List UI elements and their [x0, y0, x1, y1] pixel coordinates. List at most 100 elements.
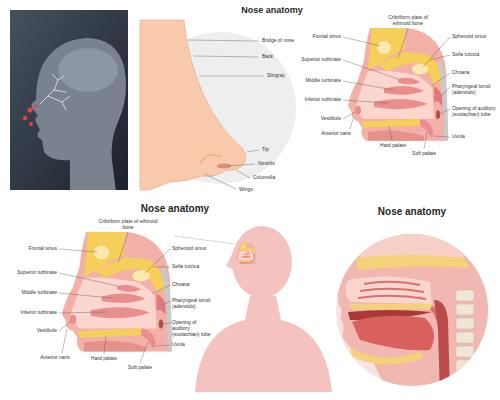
part-label: Bridge of nose — [262, 38, 294, 44]
person-head — [232, 226, 292, 298]
jaw-bone — [350, 348, 424, 365]
part-label: Anterior naris — [321, 131, 351, 137]
part-label: Soft palate — [412, 151, 436, 157]
part-label: Soft palate — [128, 365, 152, 371]
part-label: Inferior turbinate — [305, 97, 341, 103]
leader-line — [163, 323, 170, 324]
part-label: Tip — [262, 147, 269, 153]
blood-drop — [34, 104, 37, 107]
part-label: Sella turcica — [172, 264, 199, 270]
leader-line — [145, 249, 170, 273]
part-label: Opening of auditory (eustachian) tube — [452, 106, 496, 118]
leader-line — [59, 249, 97, 252]
skull-bone — [356, 255, 470, 270]
leader-line — [59, 312, 106, 313]
leader-line — [236, 170, 250, 178]
leader-line — [440, 109, 450, 114]
part-label: Back — [262, 54, 273, 60]
turbinate — [358, 282, 426, 299]
blood-drop — [29, 122, 33, 126]
part-label: Slingray — [267, 73, 285, 79]
leader-line — [423, 37, 450, 67]
part-label: Vestibule — [321, 116, 341, 122]
nose-wing — [200, 155, 222, 164]
part-label: Nostrils — [258, 161, 275, 167]
part-label: Frontal sinus — [312, 34, 341, 40]
leader-line — [343, 37, 380, 46]
blood-drop — [23, 116, 27, 120]
leader-line — [430, 55, 450, 60]
panel-title: Nose anatomy — [378, 206, 446, 217]
nasal-vessels — [40, 74, 70, 110]
panel-title: Nose anatomy — [141, 203, 209, 214]
leader-line — [343, 60, 398, 79]
leader-line — [59, 273, 118, 286]
part-label: Middle turbinate — [21, 290, 57, 296]
vertebra — [456, 374, 474, 385]
tongue — [352, 316, 434, 351]
pharynx — [434, 300, 450, 396]
vertebra — [456, 346, 474, 357]
leader-line — [205, 174, 236, 189]
part-label: Superior turbinate — [301, 57, 341, 63]
part-label: Columella — [253, 175, 275, 181]
leader-line — [62, 329, 67, 353]
leader-line — [343, 81, 394, 90]
part-label: Choana — [172, 282, 190, 288]
leader-line — [59, 293, 112, 298]
part-label: Cribriform plate of ethmoid bone — [97, 219, 159, 231]
part-label: Choana — [452, 70, 470, 76]
part-label: Pharyngeal tonsil (adenoids) — [452, 84, 496, 96]
part-label: Sella turcica — [452, 52, 479, 58]
part-label: Frontal sinus — [28, 246, 57, 252]
part-label: Wings — [239, 187, 253, 193]
leader-line — [441, 87, 450, 96]
leader-line — [153, 267, 170, 268]
part-label: Cribriform plate of ethmoid bone — [380, 15, 436, 27]
leader-line — [389, 126, 392, 141]
brain-shape — [58, 48, 118, 92]
nose-profile — [140, 20, 246, 190]
vertebra — [456, 332, 474, 343]
part-label: Anterior naris — [40, 355, 70, 361]
part-label: Vestibule — [37, 328, 57, 334]
leader-line — [228, 164, 255, 166]
hard-palate — [350, 304, 432, 310]
leader-line — [398, 29, 408, 58]
leader-line — [152, 285, 170, 294]
leader-line — [430, 73, 450, 87]
inset-cross-section — [236, 243, 256, 264]
leader-line — [140, 342, 148, 363]
nasal-cavity — [345, 276, 432, 304]
blood-drop — [27, 107, 32, 112]
panel-title: Nose anatomy — [241, 6, 303, 16]
nasal-cross-section — [62, 232, 172, 352]
leader-line — [350, 119, 353, 129]
leader-line — [343, 112, 355, 119]
leader-line — [164, 301, 170, 304]
part-label: Inferior turbinate — [21, 310, 57, 316]
leader-line — [59, 321, 71, 331]
vertebra — [456, 360, 474, 371]
leader-line — [199, 76, 264, 77]
leader-line — [424, 132, 427, 149]
vertebra — [456, 304, 474, 315]
part-label: Uvula — [452, 134, 465, 140]
person-body — [195, 296, 332, 392]
part-label: Superior turbinate — [17, 270, 57, 276]
leader-line — [104, 336, 106, 354]
part-label: Hard palate — [380, 143, 406, 149]
leader-line — [156, 345, 170, 346]
leader-line — [247, 150, 259, 152]
part-label: Uvula — [172, 342, 185, 348]
person-nose — [226, 250, 234, 270]
part-label: Middle turbinate — [305, 78, 341, 84]
part-label: Pharyngeal tonsil (adenoids) — [172, 298, 214, 310]
leader-line — [194, 56, 259, 57]
leader-line — [434, 136, 450, 137]
head-silhouette — [32, 38, 127, 190]
part-label: Sphenoid sinus — [172, 246, 206, 252]
zoom-line — [174, 236, 235, 244]
